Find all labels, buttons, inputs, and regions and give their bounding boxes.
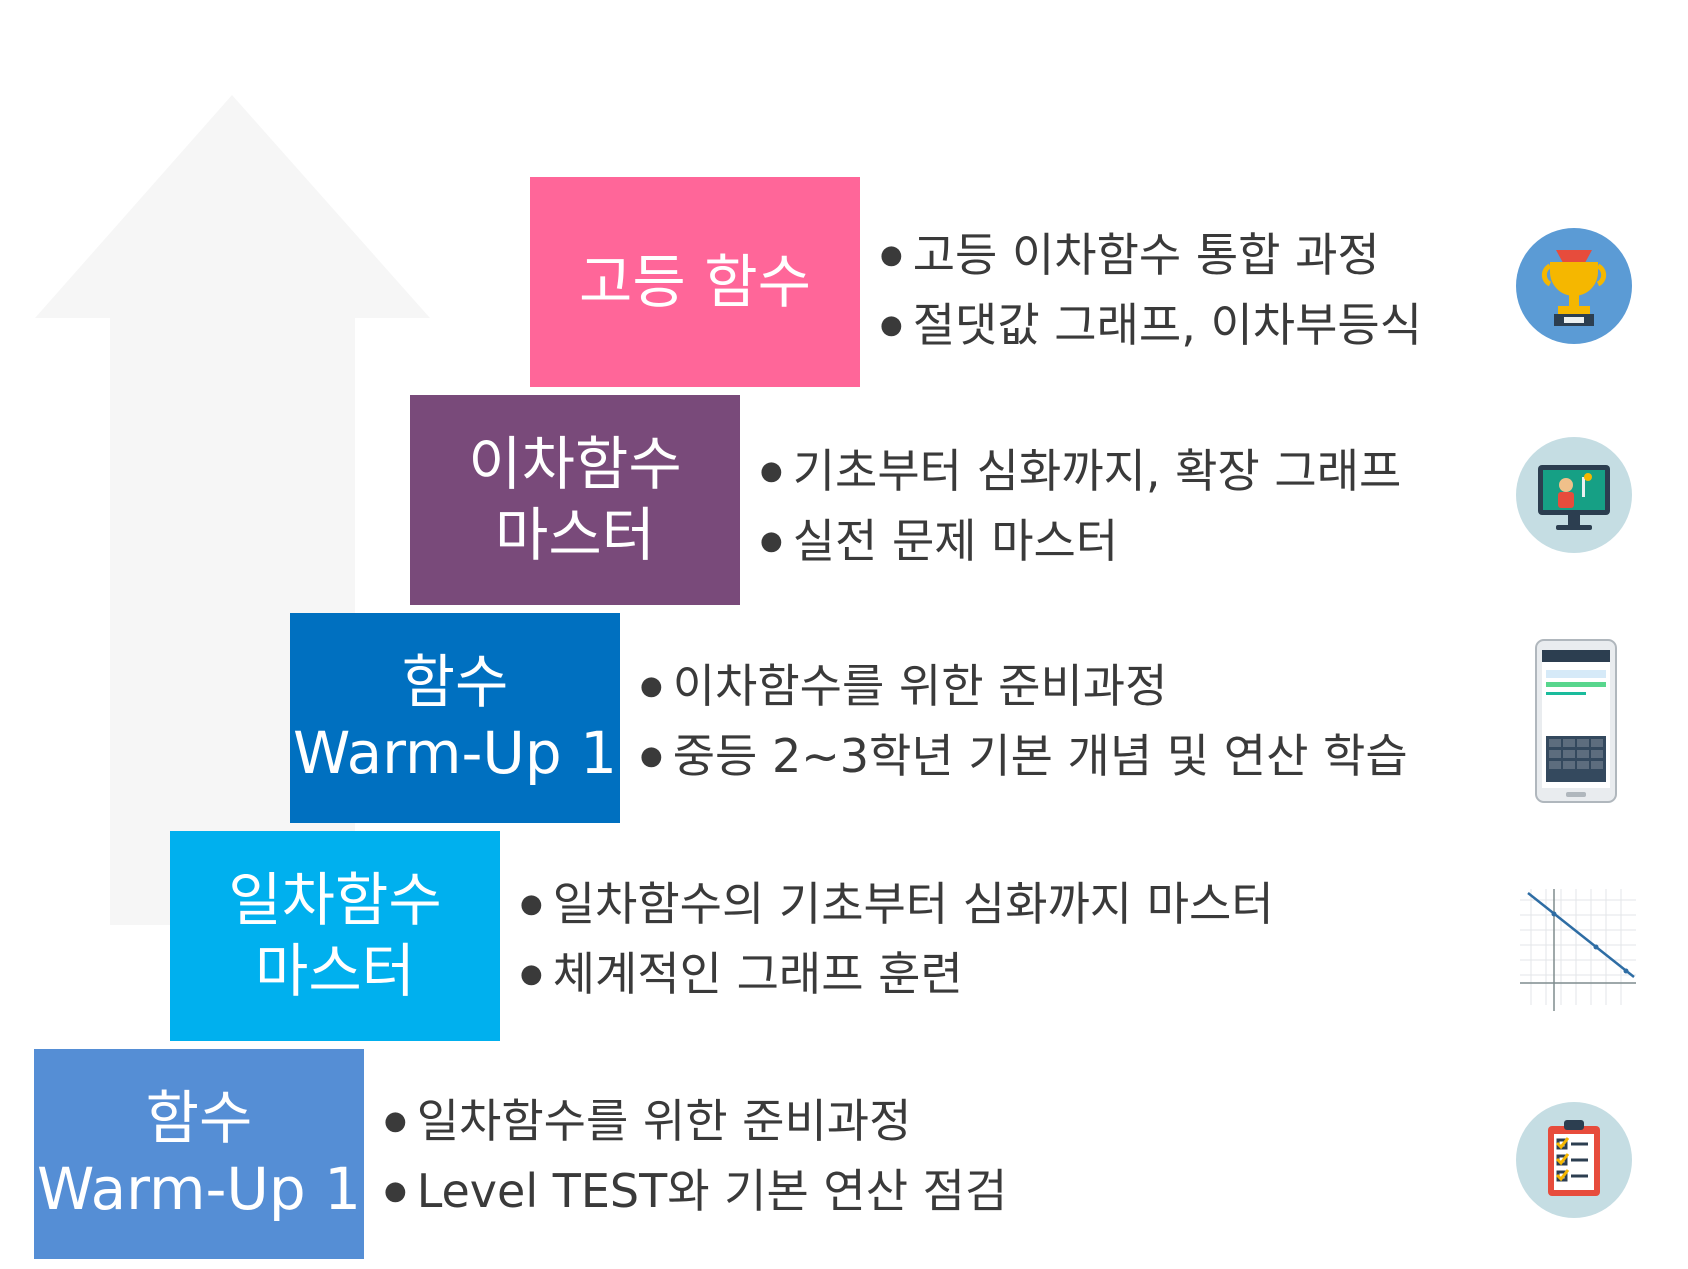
step-functions-warmup-basic-description: ●일차함수를 위한 준비과정 ●Level TEST와 기본 연산 점검 (384, 1090, 1007, 1230)
step-title-line-1: 고등 함수 (579, 247, 811, 316)
step-title-line-2: 마스터 (254, 937, 416, 1005)
step-title-line-1: 함수 (145, 1084, 253, 1153)
bullet-item: ●기초부터 심화까지, 확장 그래프 (760, 444, 1402, 498)
linear-graph-icon (1516, 885, 1640, 1015)
step-quadratic-master-description: ●기초부터 심화까지, 확장 그래프 ●실전 문제 마스터 (760, 440, 1401, 580)
bullet-item: ●체계적인 그래프 훈련 (520, 947, 963, 1001)
bullet-item: ●일차함수를 위한 준비과정 (384, 1094, 912, 1148)
step-high-school-functions: 고등 함수 (530, 177, 860, 387)
step-title-line-2: Warm-Up 1 (292, 719, 618, 787)
trophy-icon (1516, 228, 1632, 344)
step-functions-warmup-middle: 함수 Warm-Up 1 (290, 613, 620, 823)
step-high-school-functions-description: ●고등 이차함수 통합 과정 ●절댓값 그래프, 이차부등식 (880, 224, 1422, 364)
step-title-line-2: 마스터 (494, 501, 656, 569)
bullet-item: ●실전 문제 마스터 (760, 514, 1119, 568)
step-linear-master: 일차함수 마스터 (170, 831, 500, 1041)
bullet-item: ●이차함수를 위한 준비과정 (640, 659, 1168, 713)
checklist-clipboard-icon (1516, 1102, 1632, 1218)
step-title-line-1: 이차함수 (468, 430, 682, 499)
step-title-line-2: Warm-Up 1 (36, 1155, 362, 1223)
bullet-item: ●고등 이차함수 통합 과정 (880, 228, 1380, 282)
bullet-item: ●중등 2~3학년 기본 개념 및 연산 학습 (640, 729, 1408, 783)
bullet-item: ●Level TEST와 기본 연산 점검 (384, 1164, 1008, 1218)
online-teacher-icon (1516, 437, 1632, 553)
step-quadratic-master: 이차함수 마스터 (410, 395, 740, 605)
step-functions-warmup-middle-description: ●이차함수를 위한 준비과정 ●중등 2~3학년 기본 개념 및 연산 학습 (640, 655, 1408, 795)
step-title-line-1: 함수 (401, 648, 509, 717)
math-app-phone-icon (1516, 636, 1632, 806)
step-linear-master-description: ●일차함수의 기초부터 심화까지 마스터 ●체계적인 그래프 훈련 (520, 873, 1274, 1013)
bullet-item: ●일차함수의 기초부터 심화까지 마스터 (520, 877, 1274, 931)
step-functions-warmup-basic: 함수 Warm-Up 1 (34, 1049, 364, 1259)
bullet-item: ●절댓값 그래프, 이차부등식 (880, 298, 1423, 352)
step-title-line-1: 일차함수 (228, 866, 442, 935)
